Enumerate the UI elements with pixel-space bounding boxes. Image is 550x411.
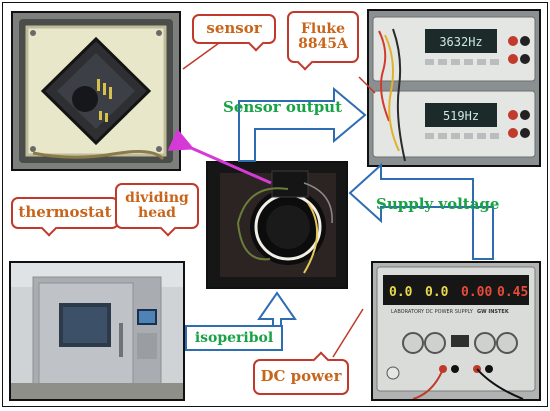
isoperibol-label-box: isoperibol (185, 325, 283, 351)
thermostat-label: thermostat (18, 203, 112, 222)
thermostat-callout: thermostat (11, 197, 119, 229)
dividing-label-line1: dividing (125, 190, 189, 207)
fluke-meters-art: 3632Hz 519Hz (369, 11, 539, 165)
isoperibol-label: isoperibol (194, 330, 274, 346)
thermostat-photo (9, 261, 185, 401)
sensor-callout-pointer (182, 42, 220, 70)
lower-meter-reading: 519Hz (443, 109, 479, 123)
sensor-label: sensor (206, 19, 262, 38)
supply-voltage-label: Supply voltage (376, 195, 500, 213)
sensor-pointer-arrow (167, 128, 272, 185)
fluke-label-line2: 8845A (298, 36, 348, 52)
sensor-output-arrow (238, 86, 367, 162)
dc-power-supply-art: 0.0 0.0 0.00 0.45 LABORATORY DC POWER SUPPL… (373, 263, 539, 399)
thermostat-art (11, 263, 183, 399)
sensor-photo-art (13, 13, 179, 169)
dc-power-callout-pointer (332, 308, 364, 358)
power-supply-reading: 0.0 (389, 285, 413, 300)
dividing-head-callout: dividing head (115, 183, 199, 229)
dc-power-callout: DC power (253, 359, 349, 395)
experiment-setup-diagram: 3632Hz 519Hz (2, 2, 548, 407)
power-supply-panel-text: LABORATORY DC POWER SUPPLY (391, 309, 474, 315)
power-supply-reading: 0.0 (425, 285, 449, 300)
flow-arrows (167, 42, 494, 358)
supply-voltage-arrow (348, 162, 494, 260)
fluke-meters-photo: 3632Hz 519Hz (367, 9, 541, 167)
dividing-head-photo (206, 161, 348, 289)
dc-power-label: DC power (260, 367, 342, 386)
upper-meter-reading: 3632Hz (439, 35, 482, 49)
power-supply-reading: 0.45 (497, 285, 528, 300)
sensor-photo (11, 11, 181, 171)
dc-power-supply-photo: 0.0 0.0 0.00 0.45 LABORATORY DC POWER SUPPL… (371, 261, 541, 401)
sensor-callout: sensor (192, 14, 276, 44)
fluke-callout-pointer (358, 76, 376, 94)
fluke-label-line1: Fluke (300, 21, 346, 38)
power-supply-reading: 0.00 (461, 285, 492, 300)
fluke-callout: Fluke 8845A (287, 11, 359, 63)
sensor-output-label: Sensor output (223, 98, 343, 116)
power-supply-brand: GW INSTEK (477, 309, 510, 315)
dividing-label-line2: head (138, 205, 176, 221)
dividing-head-art (208, 163, 346, 287)
